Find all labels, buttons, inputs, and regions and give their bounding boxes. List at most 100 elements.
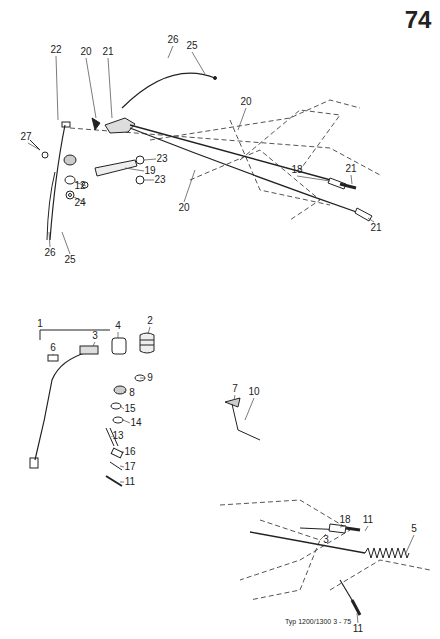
top-assembly-stroke [62,122,70,127]
callout-number: 11 [124,477,136,487]
floor-outline-stroke [250,520,320,600]
bottom-assembly-stroke [232,404,260,440]
leader-lines-stroke [112,436,113,437]
callout-number: 24 [73,198,86,208]
callout-number: 1 [36,319,44,329]
leader-lines-stroke [140,378,144,379]
top-assembly-stroke [136,156,144,164]
top-assembly-stroke [122,73,215,108]
bottom-assembly-stroke [114,386,126,394]
callout-number: 20 [239,97,252,107]
bottom-assembly-stroke [111,403,121,409]
leader-lines-stroke [148,327,150,334]
bottom-assembly-stroke [30,458,38,468]
bottom-assembly-stroke [106,476,122,486]
callout-number: 21 [344,164,357,174]
bottom-assembly-stroke [112,338,126,354]
leader-lines-stroke [365,526,368,531]
frame-outline-stroke [230,120,330,205]
callout-number: 26 [166,35,179,45]
callout-number: 15 [123,404,136,414]
leader-lines-stroke [93,342,95,346]
callout-number: 25 [63,255,76,265]
leader-lines-stroke [124,391,126,393]
leader-lines-stroke [62,232,70,254]
leader-lines-stroke [56,56,58,120]
leader-lines-stroke [192,52,205,74]
bottom-assembly-stroke [35,352,88,460]
frame-outline-stroke [150,100,360,140]
bottom-assembly-stroke [48,355,58,361]
callout-number: 20 [79,47,92,57]
leader-lines-stroke [168,46,173,58]
frame-outline-stroke [190,150,320,220]
leader-lines-stroke [108,58,112,118]
callout-number: 11 [362,515,374,525]
callout-number: 26 [43,248,56,258]
bottom-assembly-stroke [329,524,346,533]
leader-lines-stroke [368,218,374,222]
bottom-assembly-stroke [140,333,154,353]
top-assembly-stroke [136,176,144,184]
floor-outline [220,500,430,600]
callout-number: 9 [146,373,154,383]
bottom-assembly [30,327,430,623]
top-assembly-stroke [47,172,55,240]
top-assembly-stroke [92,118,100,130]
leader-lines-stroke [405,535,414,555]
leader-lines [28,46,374,254]
leader-lines-stroke [118,332,119,338]
callout-number: 11 [352,624,364,634]
callout-number: 5 [410,524,418,534]
top-assembly-stroke [214,77,217,80]
leader-lines-stroke [297,176,330,181]
bottom-assembly-stroke [80,346,98,354]
top-assembly-stroke [66,191,74,199]
bottom-assembly-stroke [352,600,360,615]
callout-number: 7 [231,384,239,394]
callout-number: 6 [49,343,57,353]
callout-number: 3 [322,535,330,545]
top-assembly-stroke [95,160,137,176]
callout-number: 10 [247,387,260,397]
callout-number: 3 [91,331,99,341]
leader-lines-stroke [120,482,124,483]
top-assembly-stroke [130,125,338,182]
callout-number: 22 [49,45,62,55]
floor-outline-stroke [330,560,430,590]
top-assembly-stroke [340,184,356,188]
bottom-assembly-stroke [111,448,123,458]
floor-outline-stroke [220,500,350,580]
page-number: 74 [404,8,433,32]
frame-outline-stroke [240,110,340,170]
top-assembly-stroke [65,176,75,184]
callout-number: 14 [129,418,142,428]
callout-number: 18 [290,165,303,175]
callout-number: 21 [369,223,382,233]
bottom-assembly-stroke [346,528,360,530]
callout-number: 16 [123,447,136,457]
leader-lines-stroke [49,232,50,247]
callout-number: 20 [177,203,190,213]
bottom-assembly-stroke [135,375,145,381]
leader-lines-stroke [184,170,195,202]
leader-lines-stroke [357,613,358,623]
bottom-assembly-stroke [40,330,110,340]
callout-number: 2 [146,316,154,326]
bottom-assembly-stroke [250,532,365,553]
leader-lines-stroke [144,180,154,181]
callout-number: 23 [155,154,168,164]
callout-number: 12 [73,181,86,191]
top-assembly-stroke [130,128,365,215]
leader-lines-stroke [28,143,40,150]
callout-number: 23 [153,175,166,185]
top-assembly-stroke [69,194,72,197]
leader-lines-stroke [340,526,345,527]
callout-number: 21 [101,47,114,57]
leader-lines-stroke [144,159,156,160]
caption-text: Typ 1200/1300 3 - 75 [284,618,352,625]
leader-lines-stroke [120,466,124,467]
leader-lines-stroke [123,420,130,423]
callout-number: 8 [128,388,136,398]
callout-number: 13 [111,431,124,441]
